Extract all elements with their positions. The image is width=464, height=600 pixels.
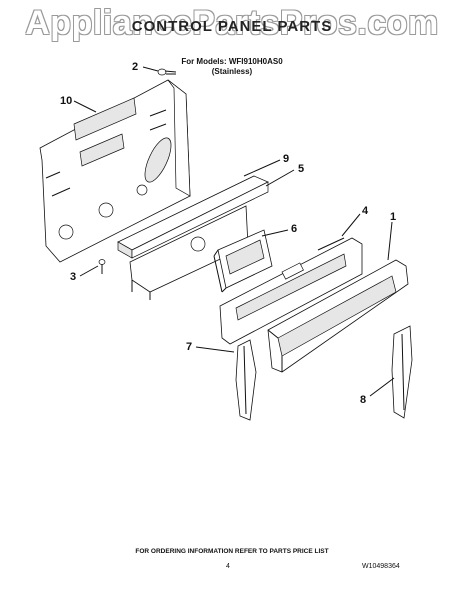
variant-label: (Stainless) [211, 67, 253, 76]
callout-5: 5 [298, 163, 304, 175]
models-line: For Models: WFI910H0AS0 [181, 57, 283, 66]
part-8-right-end-cap [391, 325, 413, 419]
document-number: W10498364 [362, 563, 400, 570]
callout-9: 9 [283, 153, 289, 165]
part-2-screw [157, 68, 177, 76]
part-1-console [267, 259, 409, 373]
leader-lines [73, 66, 395, 397]
page-number: 4 [226, 563, 230, 570]
part-7-left-end-cap [235, 339, 257, 421]
part-6-control-board [213, 229, 273, 293]
callout-4: 4 [362, 205, 369, 217]
part-3-screw [98, 259, 106, 274]
callout-3: 3 [70, 271, 76, 283]
watermark: AppliancePartsPros.com [25, 4, 439, 42]
callout-1: 1 [390, 211, 396, 223]
part-10-rear-panel [39, 79, 191, 263]
ordering-note: FOR ORDERING INFORMATION REFER TO PARTS … [135, 548, 329, 555]
callout-8: 8 [360, 394, 366, 406]
callout-2: 2 [132, 61, 138, 73]
callout-10: 10 [60, 95, 72, 107]
callout-7: 7 [186, 341, 192, 353]
part-5-9-bracket-rail [117, 175, 269, 300]
diagram-title: CONTROL PANEL PARTS [131, 18, 333, 35]
part-4-touch-panel [219, 237, 363, 345]
callout-6: 6 [291, 223, 297, 235]
